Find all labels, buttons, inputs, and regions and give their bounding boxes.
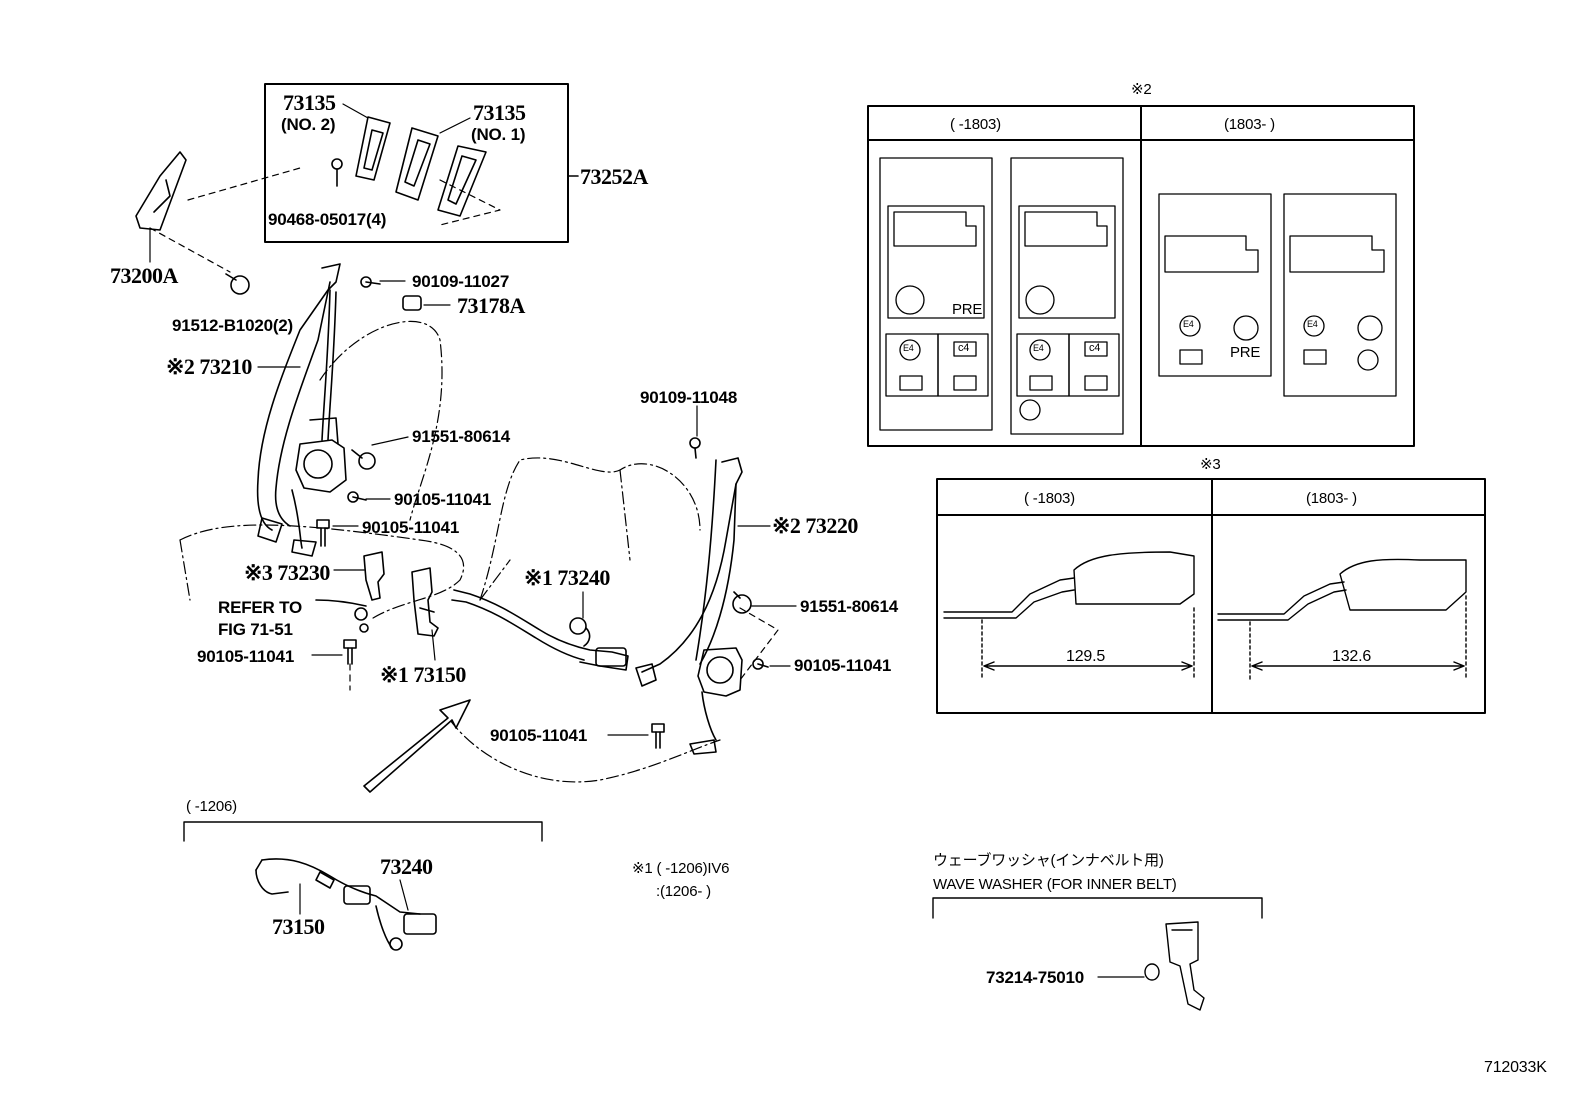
inset-range-label: ( -1206) (186, 798, 237, 815)
washer-bracket (932, 897, 1263, 919)
rear-belt-icon (635, 457, 743, 755)
label-91551-b: 91551-80614 (800, 597, 899, 616)
washer-caption-jp: ウェーブワッシャ(インナベルト用) (933, 852, 1164, 869)
dimension-panel-frame (936, 478, 1486, 714)
washer-buckle-icon (1144, 921, 1205, 1011)
label-90105-d: 90105-11041 (794, 656, 892, 675)
label-90105-b: 90105-11041 (362, 518, 460, 537)
label-panel-col1: ( -1803) (950, 116, 1001, 133)
bolt-90105-d-icon (752, 658, 764, 670)
label-91551-a: 91551-80614 (412, 427, 511, 446)
label-card-3-pre: PRE (1230, 344, 1261, 361)
note-1-line-2: :(1206- ) (656, 883, 711, 900)
buckle-side-1-icon (943, 551, 1195, 681)
label-card-3 (1158, 193, 1272, 377)
inset-label-73150: 73150 (272, 914, 325, 939)
label-panel-frame (867, 105, 1415, 447)
label-refer-1: REFER TO (218, 598, 303, 617)
label-73214: 73214-75010 (986, 968, 1085, 987)
label-card-1-e4: E4 (903, 343, 914, 353)
dimension-panel-col1: ( -1803) (1024, 490, 1075, 507)
label-91512: 91512-B1020(2) (172, 316, 294, 335)
label-73135-no2-sub: (NO. 2) (281, 115, 336, 134)
note-1-line-1: ※1 ( -1206)IV6 (632, 860, 730, 877)
label-90468: 90468-05017(4) (268, 210, 387, 229)
bolt-90105-b-icon (316, 519, 330, 547)
inset-belt-icon (255, 858, 437, 951)
bolt-90109-b-icon (689, 437, 701, 459)
label-card-2-c4: c4 (1089, 342, 1101, 354)
label-card-1 (879, 157, 993, 431)
label-90105-a: 90105-11041 (394, 490, 492, 509)
buckle-73230-icon (315, 551, 385, 633)
dimension-panel-mark: ※3 (1200, 456, 1221, 473)
dimension-1: 129.5 (1066, 648, 1106, 665)
label-card-4-e4: E4 (1307, 319, 1318, 329)
washer-caption-en: WAVE WASHER (FOR INNER BELT) (933, 876, 1177, 893)
label-panel-col2: (1803- ) (1224, 116, 1275, 133)
label-73150: ※1 73150 (380, 662, 466, 687)
label-90105-e: 90105-11041 (490, 726, 588, 745)
dimension-2: 132.6 (1332, 648, 1372, 665)
label-card-1-pre: PRE (952, 301, 983, 318)
label-73135-no1-sub: (NO. 1) (471, 125, 526, 144)
cover-no2-icon (355, 116, 391, 181)
label-refer-2: FIG 71-51 (218, 620, 293, 639)
label-card-3-e4: E4 (1183, 319, 1194, 329)
inner-belt-73240-icon (451, 589, 629, 671)
label-panel-mark: ※2 (1131, 81, 1152, 98)
cover-set-box (264, 83, 569, 243)
label-73252a: 73252A (580, 164, 648, 189)
buckle-73150-icon (411, 567, 439, 637)
label-90109-11048: 90109-11048 (640, 388, 738, 407)
direction-arrow-icon (363, 699, 471, 793)
label-73220: ※2 73220 (772, 513, 858, 538)
label-73240: ※1 73240 (524, 565, 610, 590)
cover-73178a-icon (402, 295, 422, 311)
figure-id: 712033K (1484, 1059, 1547, 1076)
bolt-91551-b-icon (732, 591, 752, 614)
label-73210: ※2 73210 (166, 354, 252, 379)
label-card-2 (1010, 157, 1124, 435)
inset-bracket (183, 821, 543, 842)
label-73178a: 73178A (457, 293, 525, 318)
label-73230: ※3 73230 (244, 560, 330, 585)
clip-icon (331, 158, 343, 170)
label-90109-11027: 90109-11027 (412, 272, 510, 291)
bolt-90105-a-icon (347, 491, 359, 503)
dimension-panel-col2: (1803- ) (1306, 490, 1357, 507)
bolt-90105-e-icon (651, 723, 665, 749)
bolt-90105-c-icon (343, 639, 357, 665)
label-90105-c: 90105-11041 (197, 647, 295, 666)
label-card-2-e4: E4 (1033, 343, 1044, 353)
front-belt-icon (256, 263, 347, 557)
label-card-4 (1283, 193, 1397, 397)
bolt-91512-icon (225, 273, 250, 295)
bolt-91551-a-icon (351, 449, 376, 470)
label-73135-no1: 73135 (473, 100, 526, 125)
cover-no1-icon (395, 127, 487, 217)
label-card-1-c4: c4 (958, 342, 970, 354)
label-73135-no2: 73135 (283, 90, 336, 115)
inset-label-73240: 73240 (380, 854, 433, 879)
label-73200a: 73200A (110, 263, 178, 288)
buckle-side-2-icon (1217, 558, 1467, 681)
shoulder-adjuster-icon (135, 151, 187, 231)
